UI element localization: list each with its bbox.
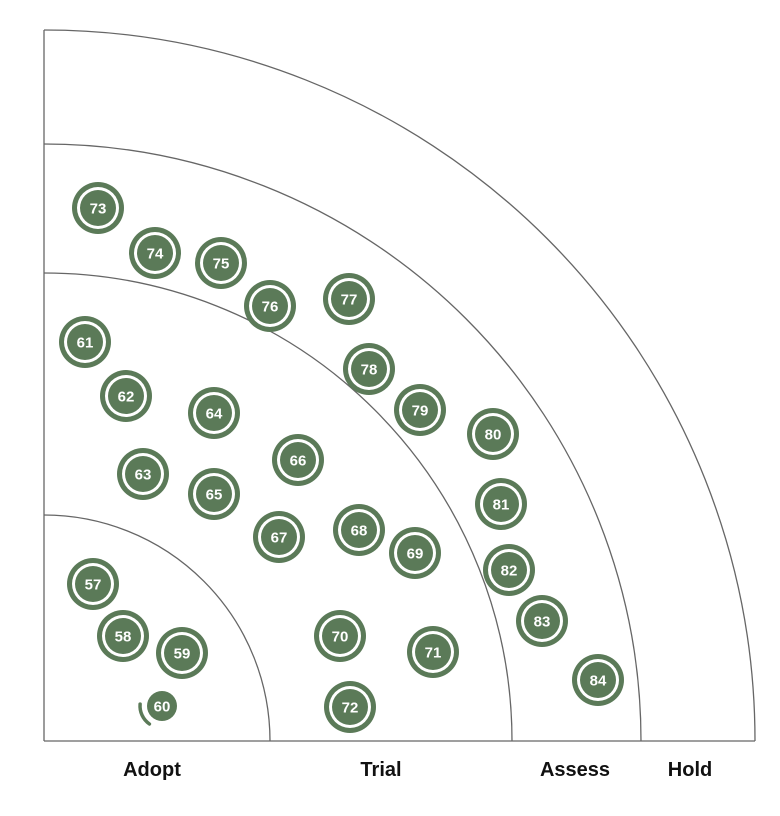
blip-83[interactable]: 83 (516, 595, 568, 647)
blip-82[interactable]: 82 (483, 544, 535, 596)
blip-75[interactable]: 75 (195, 237, 247, 289)
blip-inner-circle (415, 634, 451, 670)
blip-number: 84 (590, 673, 607, 690)
blip-67[interactable]: 67 (253, 511, 305, 563)
blip-inner-circle (332, 689, 368, 725)
blip-inner-circle (196, 395, 232, 431)
blip-69[interactable]: 69 (389, 527, 441, 579)
blip-65[interactable]: 65 (188, 468, 240, 520)
blip-59[interactable]: 59 (156, 627, 208, 679)
blip-number: 71 (425, 645, 442, 662)
blip-inner-circle (331, 281, 367, 317)
blip-number: 59 (174, 646, 191, 663)
quadrant-axes (43, 30, 755, 742)
blip-81[interactable]: 81 (475, 478, 527, 530)
blip-number: 69 (407, 546, 424, 563)
blip-number: 63 (135, 467, 152, 484)
blip-inner-circle (322, 618, 358, 654)
blip-78[interactable]: 78 (343, 343, 395, 395)
blip-number: 58 (115, 629, 132, 646)
blip-inner-circle (252, 288, 288, 324)
blip-inner-circle (261, 519, 297, 555)
blip-inner-circle (75, 566, 111, 602)
blip-inner-circle (351, 351, 387, 387)
ring-label-adopt: Adopt (123, 759, 181, 781)
blip-57[interactable]: 57 (67, 558, 119, 610)
blip-number: 65 (206, 487, 223, 504)
blip-76[interactable]: 76 (244, 280, 296, 332)
blip-number: 76 (262, 299, 279, 316)
blip-number: 77 (341, 292, 358, 309)
blip-inner-circle (483, 486, 519, 522)
blip-60[interactable]: 60 (138, 691, 177, 726)
blip-inner-circle (475, 416, 511, 452)
blip-number: 64 (206, 406, 223, 423)
blip-66[interactable]: 66 (272, 434, 324, 486)
blip-73[interactable]: 73 (72, 182, 124, 234)
blip-inner-circle (67, 324, 103, 360)
blip-number: 60 (154, 699, 171, 716)
blip-number: 81 (493, 497, 510, 514)
blip-number: 74 (147, 246, 164, 263)
blip-64[interactable]: 64 (188, 387, 240, 439)
ring-arcs (43, 29, 756, 742)
blip-inner-circle (341, 512, 377, 548)
blip-inner-circle (164, 635, 200, 671)
blip-number: 80 (485, 427, 502, 444)
blip-inner-circle (397, 535, 433, 571)
blip-number: 57 (85, 577, 102, 594)
blip-number: 82 (501, 563, 518, 580)
blip-inner-circle (580, 662, 616, 698)
blip-number: 73 (90, 201, 107, 218)
blip-inner-circle (491, 552, 527, 588)
blip-63[interactable]: 63 (117, 448, 169, 500)
blip-inner-circle (280, 442, 316, 478)
blip-62[interactable]: 62 (100, 370, 152, 422)
blip-number: 68 (351, 523, 368, 540)
blip-68[interactable]: 68 (333, 504, 385, 556)
blip-74[interactable]: 74 (129, 227, 181, 279)
blip-inner-circle (196, 476, 232, 512)
ring-label-hold: Hold (668, 759, 712, 781)
blip-number: 61 (77, 335, 94, 352)
blip-number: 66 (290, 453, 307, 470)
blip-number: 72 (342, 700, 359, 717)
blip-80[interactable]: 80 (467, 408, 519, 460)
blip-number: 62 (118, 389, 135, 406)
blip-70[interactable]: 70 (314, 610, 366, 662)
blip-79[interactable]: 79 (394, 384, 446, 436)
blip-number: 78 (361, 362, 378, 379)
blip-number: 83 (534, 614, 551, 631)
blip-number: 75 (213, 256, 230, 273)
ring-arc-adopt (43, 514, 271, 742)
blip-71[interactable]: 71 (407, 626, 459, 678)
ring-arc-trial (43, 272, 513, 742)
blip-number: 67 (271, 530, 288, 547)
ring-label-trial: Trial (360, 759, 401, 781)
blip-inner-circle (80, 190, 116, 226)
blip-inner-circle (524, 603, 560, 639)
blip-inner-circle (125, 456, 161, 492)
blip-number: 79 (412, 403, 429, 420)
blip-72[interactable]: 72 (324, 681, 376, 733)
blips: 57 58 59 60 61 62 63 64 65 66 67 68 69 70 71 72 73 74 75 76… (59, 182, 624, 733)
ring-arc-assess (43, 143, 642, 742)
blip-inner-circle (108, 378, 144, 414)
blip-inner-circle (402, 392, 438, 428)
blip-inner-circle (105, 618, 141, 654)
blip-moved-arc (138, 702, 152, 726)
ring-arc-hold (43, 29, 756, 742)
blip-number: 70 (332, 629, 349, 646)
blip-61[interactable]: 61 (59, 316, 111, 368)
ring-label-assess: Assess (540, 759, 610, 781)
blip-84[interactable]: 84 (572, 654, 624, 706)
blip-inner-circle (203, 245, 239, 281)
blip-inner-circle (137, 235, 173, 271)
blip-77[interactable]: 77 (323, 273, 375, 325)
blip-58[interactable]: 58 (97, 610, 149, 662)
ring-labels: Adopt Trial Assess Hold (123, 759, 712, 781)
blip-dot (147, 691, 177, 721)
